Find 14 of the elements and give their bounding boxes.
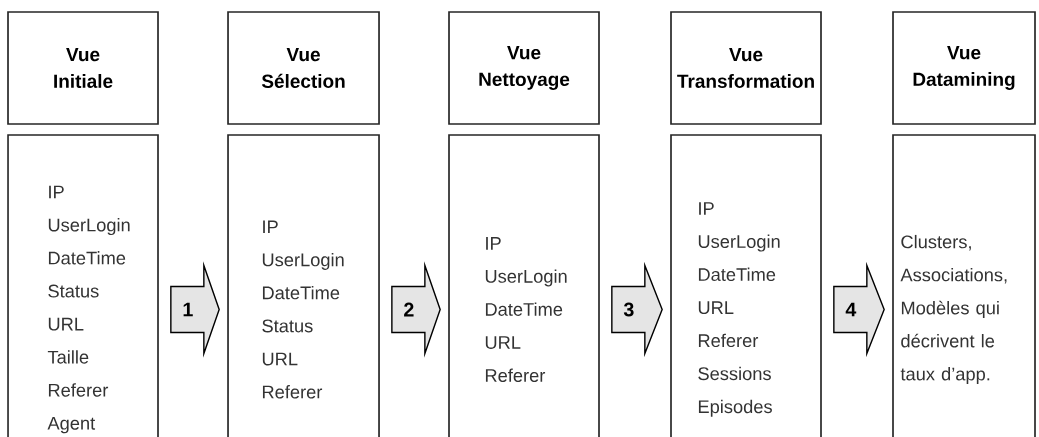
header-box: Vue Sélection	[227, 11, 380, 125]
content-box: Clusters, Associations, Modèles qui décrivent le taux d’app.	[892, 134, 1036, 437]
header-box: Vue Initiale	[7, 11, 159, 125]
block-arrow	[391, 261, 441, 358]
block-arrow	[611, 261, 663, 358]
header-box: Vue Nettoyage	[448, 11, 600, 125]
header-box: Vue Transformation	[670, 11, 822, 125]
header-box: Vue Datamining	[892, 11, 1036, 125]
block-arrow	[833, 261, 885, 358]
content-box: IP UserLogin DateTime URL Referer	[448, 134, 600, 437]
content-box: IP UserLogin DateTime Status URL Taille Referer Agent	[7, 134, 159, 437]
block-arrow	[170, 261, 220, 358]
content-box: IP UserLogin DateTime URL Referer Sessions Episodes	[670, 134, 822, 437]
content-box: IP UserLogin DateTime Status URL Referer	[227, 134, 380, 437]
